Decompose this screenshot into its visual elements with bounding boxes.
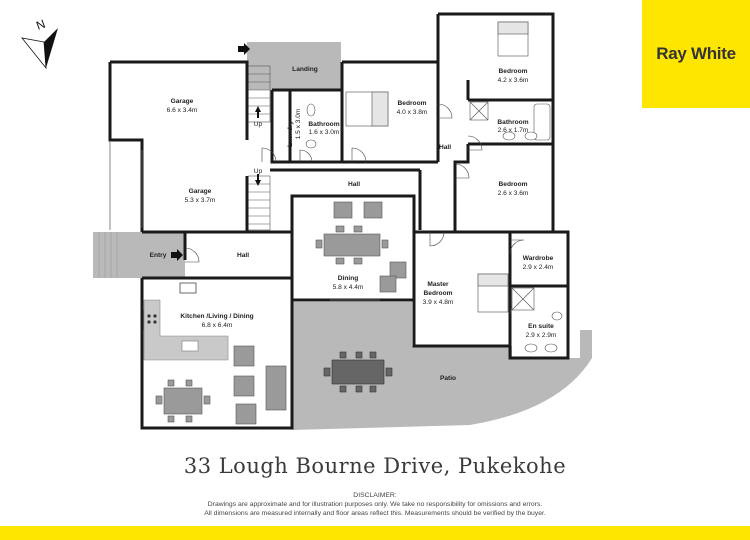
- bedroom2-dims: 4.2 x 3.6m: [498, 77, 529, 84]
- garage1-dims: 6.6 x 3.4m: [167, 107, 198, 114]
- entry-name: Entry: [150, 252, 167, 259]
- hall-left-name: Hall: [237, 252, 249, 259]
- room-labels: Garage 6.6 x 3.4m Garage 5.3 x 3.7m Land…: [150, 66, 557, 382]
- stairs-lower: [247, 175, 271, 231]
- arrow-icons: [171, 43, 261, 261]
- hall-mid-name: Hall: [348, 181, 360, 188]
- ensuite-dims: 2.9 x 2.9m: [526, 332, 557, 339]
- compass-label: N: [34, 17, 47, 33]
- dining-dims: 5.8 x 4.4m: [333, 284, 364, 291]
- master-name2: Bedroom: [424, 290, 453, 297]
- wardrobe-dims: 2.9 x 2.4m: [523, 264, 554, 271]
- bedroom3-name: Bedroom: [499, 181, 528, 188]
- ensuite-name: En suite: [528, 323, 554, 330]
- stairs-up2: Up: [254, 168, 263, 175]
- kitchen-dims: 6.8 x 6.4m: [202, 322, 233, 329]
- kitchen-name: Kitchen /Living / Dining: [180, 313, 253, 320]
- bedroom1-dims: 4.0 x 3.8m: [397, 109, 428, 116]
- living-furniture: [155, 345, 287, 425]
- stairs-up1: Up: [254, 121, 263, 128]
- brand-bar: [0, 526, 750, 540]
- landing-name: Landing: [292, 66, 318, 73]
- property-address: 33 Lough Bourne Drive, Pukekohe: [183, 454, 567, 478]
- hall-right-name: Hall: [439, 144, 451, 151]
- fixtures: [143, 101, 563, 353]
- bathroom2-name: Bathroom: [497, 119, 528, 126]
- bedroom3-dims: 2.6 x 3.6m: [498, 190, 529, 197]
- bathroom2-dims: 2.6 x 1.7m: [498, 127, 529, 134]
- ray-white-logo: Ray White: [642, 0, 750, 108]
- bathroom1-name: Bathroom: [308, 121, 339, 128]
- dining-name: Dining: [338, 275, 359, 282]
- bedroom1-name: Bedroom: [398, 100, 427, 107]
- laundry-name: Laundry: [287, 121, 294, 147]
- disclaimer-title: DISCLAIMER:: [353, 492, 397, 499]
- laundry-dims: 1.5 x 3.0m: [295, 108, 302, 139]
- wardrobe-name: Wardrobe: [523, 255, 554, 262]
- walls: [108, 12, 570, 430]
- disclaimer: DISCLAIMER: Drawings are approximate and…: [0, 491, 750, 518]
- master-name: Master: [427, 281, 449, 288]
- garage2-dims: 5.3 x 3.7m: [185, 197, 216, 204]
- dining-furniture: [315, 201, 407, 293]
- compass-icon: N: [21, 17, 58, 70]
- patio-area: [292, 302, 592, 430]
- bedroom2-name: Bedroom: [499, 68, 528, 75]
- disclaimer-line2: All dimensions are measured internally a…: [204, 510, 546, 517]
- patio-name: Patio: [440, 375, 456, 382]
- garage1-name: Garage: [171, 98, 194, 105]
- beds: [345, 21, 529, 313]
- garage2-name: Garage: [189, 188, 212, 195]
- disclaimer-line1: Drawings are approximate and for illustr…: [207, 501, 543, 508]
- bathroom1-dims: 1.6 x 3.0m: [309, 129, 340, 136]
- door-swings: [184, 103, 525, 315]
- logo-box: [642, 0, 750, 108]
- master-dims: 3.9 x 4.8m: [423, 299, 454, 306]
- kitchen-counter: [143, 299, 229, 361]
- patio-furniture: [323, 351, 393, 393]
- windows: [109, 142, 380, 301]
- logo-text: Ray White: [656, 44, 736, 63]
